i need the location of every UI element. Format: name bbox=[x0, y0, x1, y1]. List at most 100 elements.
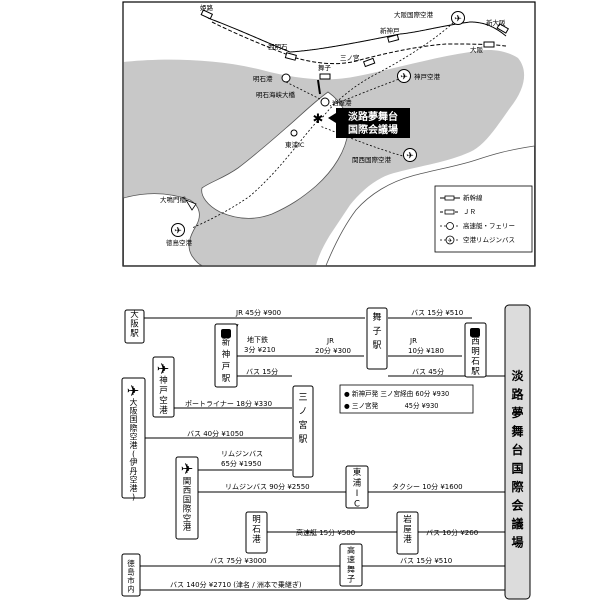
bus-note-box bbox=[339, 384, 474, 414]
venue-label-box bbox=[336, 108, 410, 138]
route-osaka-maiko: JR 45分 ¥900 bbox=[235, 308, 281, 317]
kobe-airport-plane-icon: ✈ bbox=[157, 360, 170, 378]
node-label-maiko-char: 駅 bbox=[372, 340, 381, 351]
route-maiko-bus: バス 45分 bbox=[412, 367, 444, 376]
node-label-sannomiya-char: ノ bbox=[298, 407, 307, 417]
node-label-venue-char: 場 bbox=[511, 535, 523, 550]
svg-text:✈: ✈ bbox=[174, 227, 182, 237]
node-label-venue-char: 国 bbox=[511, 462, 523, 476]
route-maiko-nishiakashi: バス 15分 ¥510 bbox=[411, 308, 463, 317]
route-limo-2: 65分 ¥1950 bbox=[221, 459, 261, 468]
label-osaka-airport: 大阪国際空港 bbox=[394, 10, 434, 19]
label-higashiura-ic: 東浦IC bbox=[285, 140, 305, 149]
route-iwaya-bus: バス 10分 ¥260 bbox=[426, 528, 478, 537]
airport-icons: ✈ ✈ ✈ ✈ bbox=[171, 11, 465, 237]
node-osaka-box bbox=[124, 309, 145, 344]
higashiura-ic-icon bbox=[290, 129, 298, 137]
node-kobe-airport-box bbox=[152, 356, 175, 418]
legend-limo-icon bbox=[445, 235, 455, 245]
node-label-kobe-airport-char: 港 bbox=[159, 405, 168, 416]
node-label-venue-char: 際 bbox=[511, 479, 524, 494]
itami-limo-line bbox=[321, 19, 457, 119]
node-label-venue-char: 舞 bbox=[510, 424, 523, 439]
route-taxi: タクシー 10分 ¥1600 bbox=[392, 482, 463, 491]
bus-note-1: ● 新神戸発 三ノ宮経由 60分 ¥930 bbox=[344, 389, 449, 398]
node-label-osaka-airport-char: 港 bbox=[130, 440, 138, 450]
ferry-route-line bbox=[285, 81, 323, 101]
node-label-maiko-exp-char: 子 bbox=[347, 575, 355, 584]
label-maiko: 舞子 bbox=[318, 63, 332, 72]
node-label-osaka-airport-char: 国 bbox=[130, 415, 138, 424]
node-sannomiya-box bbox=[292, 385, 314, 478]
shinkobe-train-icon bbox=[221, 329, 231, 338]
nishiakashi-station-icon bbox=[284, 52, 297, 61]
node-label-osaka-char: 阪 bbox=[130, 320, 139, 330]
node-label-shinkobe-char: 駅 bbox=[222, 374, 231, 384]
venue-pointer bbox=[328, 113, 336, 123]
svg-text:✈: ✈ bbox=[447, 238, 452, 245]
node-label-higashiura-char: I bbox=[356, 489, 359, 499]
node-label-tokushima-char: 徳 bbox=[127, 558, 135, 568]
jr-line bbox=[211, 21, 507, 65]
node-label-tokushima-char: 内 bbox=[127, 584, 135, 594]
node-iwaya-box bbox=[396, 511, 419, 555]
node-label-osaka-airport-char: ( bbox=[132, 450, 135, 459]
node-label-tokushima-char: 市 bbox=[127, 575, 135, 585]
map-legend: 新幹線 ＪＲ 高速艇・フェリー ✈ 空港リムジンバス bbox=[434, 185, 533, 253]
route-jr-nishi-2: 10分 ¥180 bbox=[408, 346, 444, 355]
node-label-tokushima-char: 島 bbox=[127, 567, 135, 577]
venue-marker-icon: ✱ bbox=[313, 112, 324, 127]
node-label-maiko-char: 子 bbox=[372, 326, 381, 337]
label-akashi-port: 明石港 bbox=[253, 74, 273, 83]
route-shinkobe-bus: バス 15分 bbox=[246, 367, 278, 376]
label-kansai-airport: 関西国際空港 bbox=[352, 155, 392, 164]
node-label-iwaya-char: 岩 bbox=[403, 514, 412, 525]
route-tokushima-bus: バス 75分 ¥3000 bbox=[210, 556, 267, 565]
node-label-nishiakashi-char: 明 bbox=[471, 347, 480, 357]
legend-jr-icon bbox=[444, 209, 455, 215]
bus-note-2: ● 三ノ宮発 45分 ¥930 bbox=[344, 401, 438, 410]
venue-label-line1: 淡路夢舞台 bbox=[348, 110, 398, 123]
label-himeji: 姫路 bbox=[200, 3, 214, 12]
node-label-kansai-airport-char: 国 bbox=[183, 495, 192, 505]
node-label-maiko-exp-char: 高 bbox=[347, 545, 355, 555]
legend-shinkansen-label: 新幹線 bbox=[463, 193, 483, 202]
shinosaka-station-icon bbox=[496, 23, 510, 34]
route-ferry: 高速艇 15分 ¥500 bbox=[296, 528, 355, 537]
node-label-higashiura-char: C bbox=[354, 500, 360, 510]
osaka-station-icon bbox=[483, 41, 495, 48]
node-label-osaka-airport-char: 阪 bbox=[130, 407, 138, 416]
node-label-venue-char: 会 bbox=[511, 498, 524, 513]
label-shin-osaka: 新大阪 bbox=[486, 18, 506, 27]
node-label-osaka-airport-char: ) bbox=[132, 493, 135, 502]
node-maiko-exp-box bbox=[339, 543, 363, 587]
node-label-osaka-airport-char: 丹 bbox=[130, 467, 138, 476]
route-long-bus: バス 140分 ¥2710 (津名 / 洲本で乗継ぎ) bbox=[170, 580, 302, 589]
node-label-osaka-airport-char: 港 bbox=[130, 483, 138, 493]
node-label-kobe-airport-char: 戸 bbox=[159, 386, 168, 396]
label-akashi-bridge: 明石海峡大橋 bbox=[256, 90, 296, 99]
node-maiko-box bbox=[366, 307, 388, 370]
label-nishiakashi: 西明石 bbox=[268, 43, 288, 51]
route-lines bbox=[139, 316, 505, 591]
osaka-airport-icon bbox=[451, 11, 465, 25]
node-label-nishiakashi-char: 西 bbox=[471, 337, 480, 347]
node-labels: 大阪駅舞子駅西明石駅新神戸駅神戸空港三ノ宮駅大阪国際空港(伊丹空港)関西国際空港… bbox=[127, 309, 524, 594]
node-kansai-airport-box bbox=[175, 456, 199, 540]
node-label-sannomiya-char: 宮 bbox=[298, 419, 307, 431]
node-shinkobe-box bbox=[214, 323, 238, 388]
naruto-bridge-icon bbox=[185, 199, 197, 211]
node-label-kansai-airport-char: 港 bbox=[183, 522, 192, 533]
himeji-station-icon bbox=[200, 9, 214, 20]
svg-text:✈: ✈ bbox=[400, 73, 408, 83]
akashi-port-icon bbox=[281, 73, 291, 83]
node-label-shinkobe-char: 神 bbox=[222, 349, 231, 360]
route-jr-nishi-1: JR bbox=[409, 337, 417, 345]
node-label-nishiakashi-char: 駅 bbox=[471, 367, 480, 377]
node-label-shinkobe-char: 新 bbox=[222, 337, 231, 348]
osaka-airport-plane-icon: ✈ bbox=[127, 382, 140, 400]
node-label-iwaya-char: 屋 bbox=[403, 525, 412, 535]
node-label-venue-char: 台 bbox=[511, 442, 523, 457]
node-label-venue-char: 夢 bbox=[511, 405, 523, 420]
